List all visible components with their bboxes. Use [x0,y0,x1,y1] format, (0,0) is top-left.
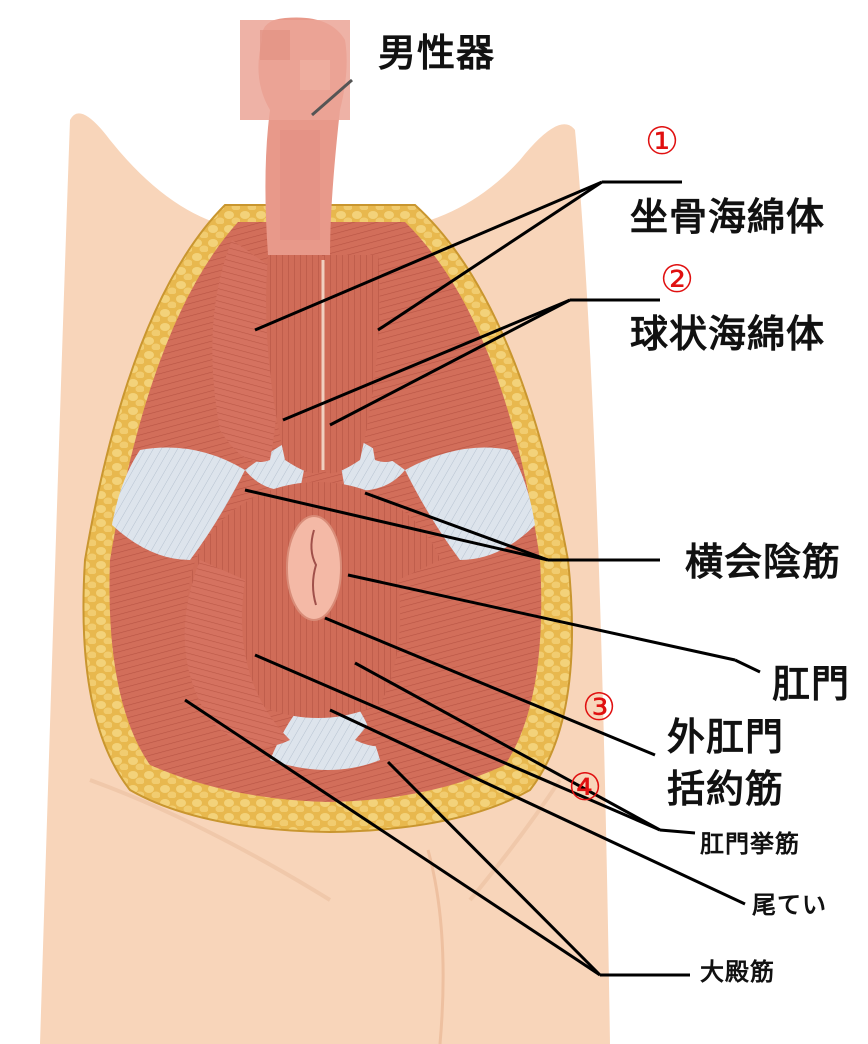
label-levator-ani: 肛門挙筋 [700,829,800,858]
male-organ-shape [240,17,350,255]
label-ischiocavernosus: 坐骨海綿体 [630,194,826,239]
leader-lines [184,78,761,977]
label-external-sphincter-line2: 括約筋 [667,766,785,811]
anus-shape [286,515,342,621]
marker-3: ③ [582,685,617,729]
marker-4: ④ [568,765,603,809]
marker-2: ② [660,257,695,301]
label-transverse-perineal: 横会陰筋 [685,539,842,584]
label-anus: 肛門 [772,661,851,706]
marker-1: ① [645,119,680,163]
label-coccyx: 尾てい [752,890,827,919]
label-bulbospongiosus: 球状海綿体 [630,311,826,356]
label-gluteus-maximus: 大殿筋 [700,957,775,986]
label-external-sphincter-line1: 外肛門 [667,714,785,759]
label-male-organ: 男性器 [378,30,496,75]
upper-muscles [212,240,433,474]
